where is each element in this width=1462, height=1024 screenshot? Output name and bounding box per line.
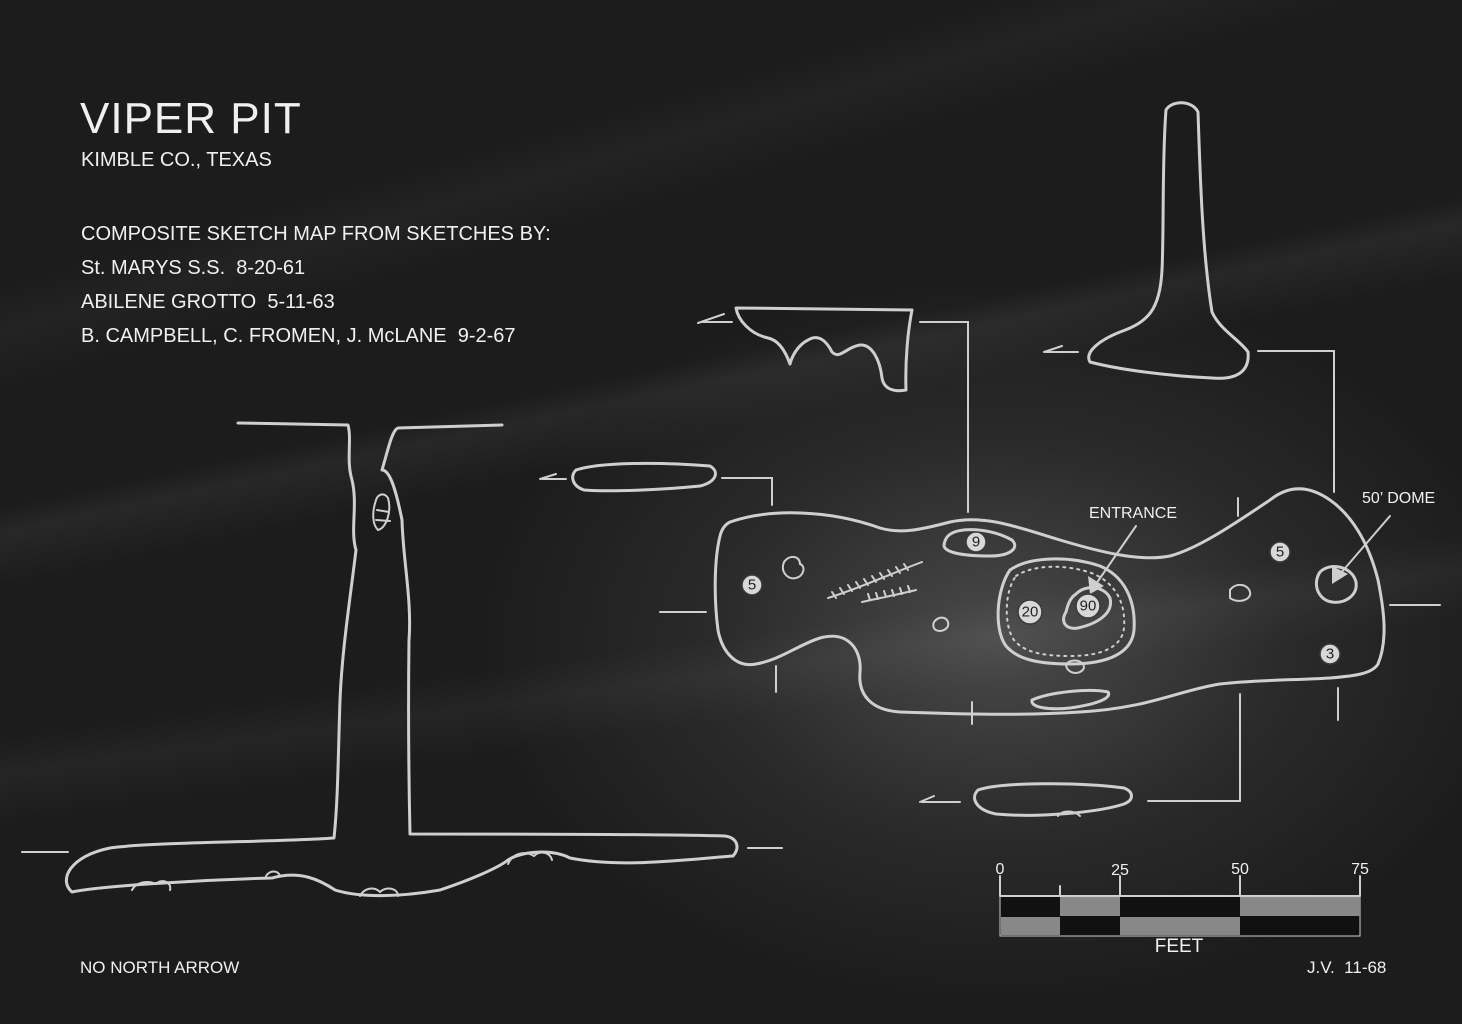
section-wall xyxy=(734,306,914,393)
profile-wall-left xyxy=(64,421,739,898)
scale-tick: 75 xyxy=(1351,861,1369,878)
scale-tick: 50 xyxy=(1231,861,1249,878)
depth-badge: 5 xyxy=(741,574,763,596)
profile-rubble xyxy=(131,851,553,897)
credit-line: B. CAMPBELL, C. FROMEN, J. McLANE 9-2-67 xyxy=(81,325,516,347)
dome-outline xyxy=(1315,565,1358,604)
depth-badge: 20 xyxy=(1017,599,1043,625)
section-leader xyxy=(697,313,969,513)
dome-leader xyxy=(1043,345,1335,493)
depth-value: 90 xyxy=(1080,598,1097,615)
map-title: VIPER PIT xyxy=(80,94,302,143)
dome-wall xyxy=(1087,101,1250,380)
pit-rim xyxy=(996,557,1136,666)
entrance-label: ENTRANCE xyxy=(1089,505,1177,522)
depth-badge: 9 xyxy=(965,531,987,553)
entrance-pit xyxy=(1062,586,1113,630)
cross-section-north xyxy=(697,306,969,513)
credits-heading: COMPOSITE SKETCH MAP FROM SKETCHES BY: xyxy=(81,223,551,245)
scale-tick: 25 xyxy=(1111,862,1129,879)
depth-value: 3 xyxy=(1326,646,1334,663)
pit-outline xyxy=(942,528,1017,558)
cross-section-west xyxy=(539,461,773,506)
depth-value: 5 xyxy=(748,577,756,594)
north-arrow-note: NO NORTH ARROW xyxy=(80,958,240,977)
dome-label: 50’ DOME xyxy=(1362,490,1435,507)
drafter-credit: J.V. 11-68 xyxy=(1307,958,1387,977)
depth-value: 20 xyxy=(1022,604,1039,621)
credit-line: St. MARYS S.S. 8-20-61 xyxy=(81,257,306,279)
credits-block: COMPOSITE SKETCH MAP FROM SKETCHES BY: S… xyxy=(81,217,551,353)
entrance-arrow xyxy=(1088,525,1137,594)
dome-arrow xyxy=(1332,515,1391,584)
south-leader xyxy=(919,693,1241,803)
scale-unit: FEET xyxy=(1155,936,1204,957)
scale-tick: 0 xyxy=(996,861,1005,878)
plan-section-line xyxy=(659,497,1441,725)
credit-line: ABILENE GROTTO 5-11-63 xyxy=(81,291,335,313)
west-leader xyxy=(539,473,773,506)
depth-badge: 3 xyxy=(1319,643,1341,665)
profile-breakdown xyxy=(372,493,391,532)
map-location: KIMBLE CO., TEXAS xyxy=(81,149,272,171)
rubble xyxy=(782,556,1252,674)
cross-section-south xyxy=(919,693,1241,817)
cave-plan xyxy=(659,487,1441,725)
plan-wall xyxy=(713,487,1386,716)
depth-value: 5 xyxy=(1276,544,1284,561)
cave-profile xyxy=(21,421,783,898)
west-wall xyxy=(571,461,717,493)
south-rubble xyxy=(1057,810,1081,817)
ledge-south xyxy=(1030,688,1111,711)
south-wall xyxy=(973,782,1133,817)
depth-badge: 5 xyxy=(1269,541,1291,563)
depth-value: 9 xyxy=(972,534,980,551)
pit-rim-hachures xyxy=(1005,565,1126,658)
ledge-left xyxy=(827,561,923,599)
ledge-right xyxy=(861,585,917,603)
depth-badge: 90 xyxy=(1075,593,1101,619)
cross-section-dome xyxy=(1043,101,1335,493)
scale-bar: 0 25 50 75 FEET xyxy=(996,861,1369,957)
